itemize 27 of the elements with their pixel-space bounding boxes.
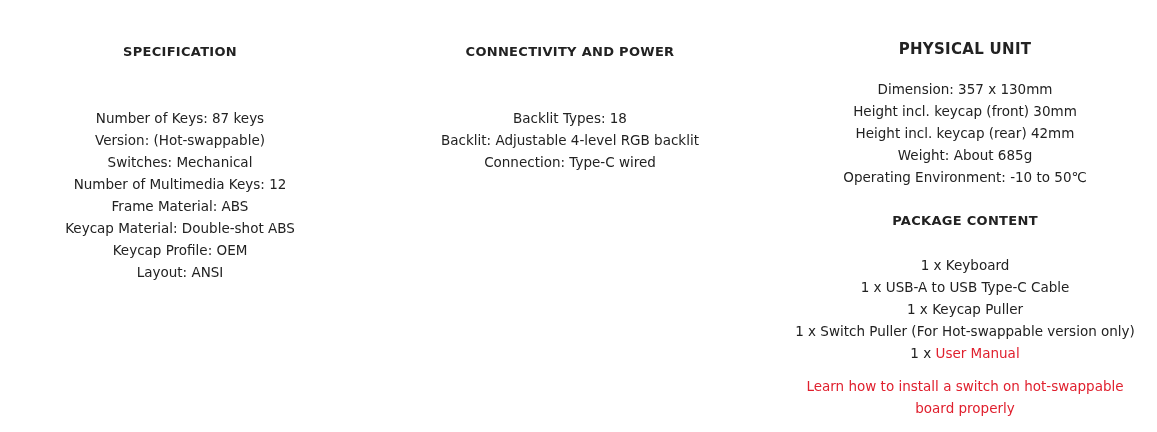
spec-text: Operating Environment: -10 to 50℃ (843, 168, 1087, 187)
section-heading: CONNECTIVITY AND POWER (465, 43, 675, 61)
spec-text: 1 x USB-A to USB Type-C Cable (860, 278, 1070, 297)
link: Learn how to install a switch on hot-swappable board properly (805, 377, 1125, 418)
spec-text: Height incl. keycap (front) 30mm (853, 102, 1077, 121)
spec-text: Connection: Type-C wired (484, 153, 656, 172)
spec-text: Backlit Types: 18 (513, 109, 627, 128)
section-heading: PACKAGE CONTENT (892, 212, 1038, 230)
spec-text: Layout: ANSI (136, 263, 224, 282)
spec-text: Number of Keys: 87 keys (95, 109, 265, 128)
spec-text: Keycap Profile: OEM (112, 241, 248, 260)
spec-text: Keycap Material: Double-shot ABS (65, 219, 295, 238)
spec-text: Height incl. keycap (rear) 42mm (855, 124, 1075, 143)
section-heading: SPECIFICATION (123, 43, 237, 61)
spec-text: 1 x Keycap Puller (907, 300, 1023, 319)
section-heading: PHYSICAL UNIT (898, 39, 1032, 60)
spec-text: 1 x Keyboard (920, 256, 1010, 275)
spec-text: Number of Multimedia Keys: 12 (73, 175, 287, 194)
spec-text: Weight: About 685g (897, 146, 1033, 165)
spec-text: Frame Material: ABS (111, 197, 249, 216)
spec-text: 1 x Switch Puller (For Hot-swappable version only) (795, 322, 1135, 341)
spec-text: Switches: Mechanical (107, 153, 253, 172)
spec-text: Backlit: Adjustable 4-level RGB backlit (441, 131, 699, 150)
list-item: 1 x (910, 345, 932, 361)
spec-text: Dimension: 357 x 130mm (877, 80, 1053, 99)
link: User Manual (935, 345, 1020, 361)
spec-text: Version: (Hot-swappable) (95, 131, 265, 150)
